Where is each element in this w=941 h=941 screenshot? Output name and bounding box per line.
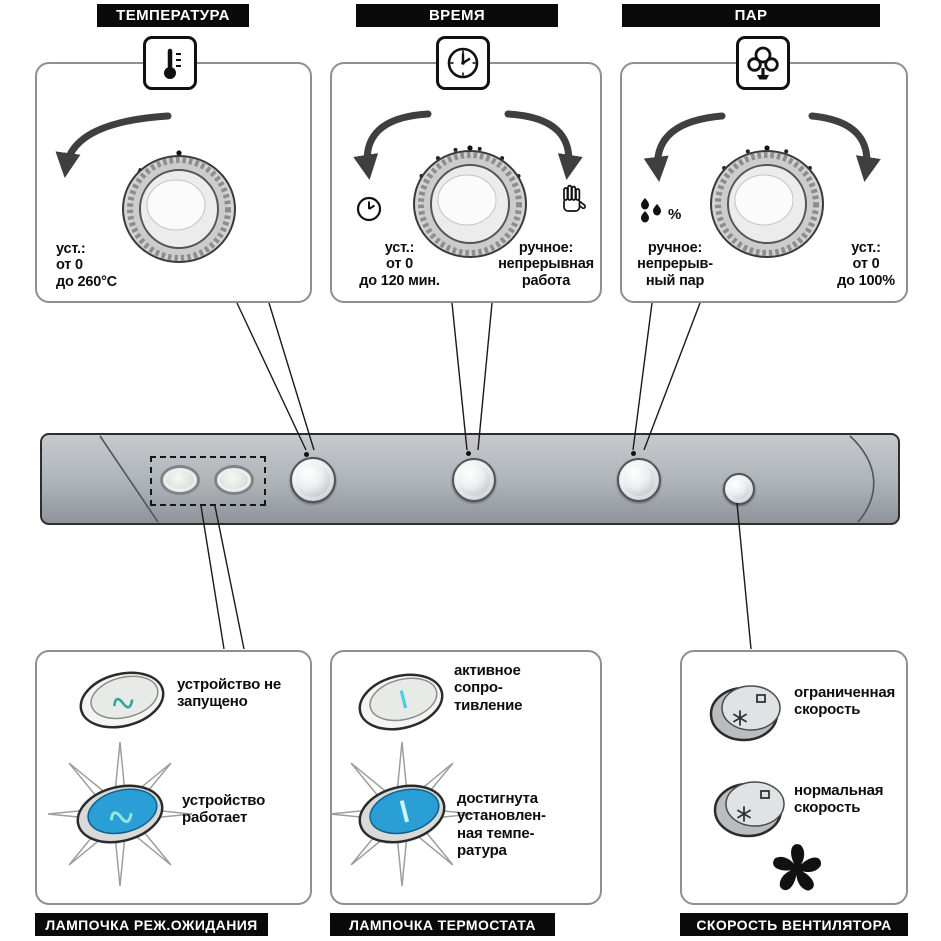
- label-thermostat-lamp-text: ЛАМПОЧКА ТЕРМОСТАТА: [349, 916, 536, 933]
- note-line: ручное:: [647, 240, 703, 256]
- note-line: сопро-: [454, 679, 503, 697]
- steam-knob-illustration: [710, 145, 824, 258]
- steam-iconbox: [736, 36, 790, 90]
- standby-lamp-off: [79, 671, 165, 729]
- label-thermostat-lamp: ЛАМПОЧКА ТЕРМОСТАТА: [330, 913, 555, 936]
- standby-indicator-light: [160, 465, 200, 495]
- fan-speed-box: ограниченная скорость нормальная скорост…: [680, 650, 908, 905]
- svg-text:%: %: [668, 206, 681, 223]
- clock-small-icon: [356, 196, 382, 222]
- thermostat-lamp-box: активное сопро- тивление достигнута уста…: [329, 650, 602, 905]
- note-line: от 0: [56, 257, 83, 274]
- note-line: ный пар: [645, 272, 705, 289]
- note-line: уст.:: [384, 240, 415, 256]
- note-line: нормальная: [794, 782, 884, 799]
- steam-panel-knob: [617, 458, 661, 502]
- note-line: скорость: [794, 799, 861, 817]
- label-standby-lamp-text: ЛАМПОЧКА РЕЖ.ОЖИДАНИЯ: [45, 916, 258, 933]
- time-panel-knob: [452, 458, 496, 502]
- temperature-panel-knob: [290, 457, 336, 503]
- note-line: устройство не: [177, 676, 282, 693]
- note-line: непрерыв-: [637, 256, 713, 273]
- note-line: запущено: [177, 693, 248, 711]
- clock-icon: [447, 47, 479, 79]
- note-line: скорость: [794, 701, 861, 719]
- note-line: установлен-: [457, 807, 546, 825]
- thermometer-icon: [164, 48, 181, 79]
- note-line: активное: [454, 662, 521, 679]
- header-temperature: ТЕМПЕРАТУРА: [97, 4, 249, 27]
- speed-square-icon: [756, 694, 766, 703]
- fan-limited-note: ограниченная скорость: [794, 684, 895, 719]
- note-line: до 260°C: [56, 273, 117, 290]
- fan-icon: [770, 842, 822, 893]
- time-manual-note: ручное: непрерывная работа: [492, 240, 600, 289]
- snowflake-icon: [733, 710, 747, 726]
- note-line: ная темпе-: [457, 824, 535, 842]
- time-panel: уст.: от 0 до 120 мин. ручное: непрерывн…: [330, 62, 602, 303]
- temperature-knob-illustration: [122, 150, 236, 263]
- steam-icon: [747, 46, 779, 80]
- standby-on-note: устройство работает: [182, 792, 265, 827]
- header-temperature-label: ТЕМПЕРАТУРА: [116, 7, 230, 24]
- note-line: работает: [182, 809, 248, 827]
- note-line: до 100%: [837, 272, 895, 289]
- time-set-note: уст.: от 0 до 120 мин.: [347, 240, 452, 289]
- temperature-panel: уст.: от 0 до 260°C: [35, 62, 312, 303]
- hand-icon: [563, 184, 587, 212]
- speed-square-icon: [760, 790, 770, 799]
- label-fan-speed-text: СКОРОСТЬ ВЕНТИЛЯТОРА: [696, 916, 892, 933]
- header-time-label: ВРЕМЯ: [428, 7, 486, 24]
- fan-speed-button: [723, 473, 755, 505]
- thermostat-lamp-on: [329, 741, 475, 887]
- standby-off-note: устройство не запущено: [177, 676, 281, 711]
- header-steam-label: ПАР: [734, 7, 768, 24]
- label-standby-lamp: ЛАМПОЧКА РЕЖ.ОЖИДАНИЯ: [35, 913, 268, 936]
- note-line: уст.:: [56, 241, 86, 257]
- note-line: от 0: [852, 256, 880, 273]
- thermostat-active-note: активное сопро- тивление: [454, 662, 522, 714]
- steam-set-note: уст.: от 0 до 100%: [826, 240, 906, 289]
- standby-lamp-on: [47, 741, 193, 887]
- fan-normal-speed-button: [713, 781, 785, 838]
- thermometer-iconbox: [143, 36, 197, 90]
- note-line: достигнута: [457, 790, 538, 807]
- thermostat-indicator-light: [214, 465, 254, 495]
- time-knob-illustration: [413, 145, 527, 258]
- knob-pointer-mark: [466, 451, 471, 456]
- fan-limited-speed-button: [709, 685, 781, 742]
- note-line: ратура: [457, 841, 507, 859]
- standby-lamp-box: устройство не запущено устройство работа…: [35, 650, 312, 905]
- temperature-range-note: уст.: от 0 до 260°C: [56, 241, 146, 290]
- steam-manual-note: ручное: непрерыв- ный пар: [622, 240, 728, 289]
- note-line: до 120 мин.: [359, 272, 440, 289]
- clock-iconbox: [436, 36, 490, 90]
- knob-pointer-mark: [304, 452, 309, 457]
- note-line: работа: [521, 272, 571, 289]
- fan-normal-note: нормальная скорость: [794, 782, 884, 817]
- control-panel: [40, 433, 900, 525]
- header-steam: ПАР: [622, 4, 880, 27]
- header-time: ВРЕМЯ: [356, 4, 558, 27]
- steam-panel: % ручное: непрерыв- ный пар уст.: от 0 д…: [620, 62, 908, 303]
- note-line: устройство: [182, 792, 266, 809]
- note-line: уст.:: [851, 240, 881, 256]
- thermostat-lamp-off: [358, 673, 444, 731]
- label-fan-speed: СКОРОСТЬ ВЕНТИЛЯТОРА: [680, 913, 908, 936]
- note-line: тивление: [454, 696, 523, 714]
- note-line: ограниченная: [794, 684, 896, 701]
- droplets-percent-icon: %: [641, 198, 681, 223]
- note-line: ручное:: [518, 240, 574, 256]
- knob-pointer-mark: [631, 451, 636, 456]
- note-line: от 0: [386, 256, 413, 273]
- thermostat-reached-note: достигнута установлен- ная темпе- ратура: [457, 790, 546, 859]
- snowflake-icon: [737, 806, 751, 822]
- note-line: непрерывная: [498, 256, 594, 273]
